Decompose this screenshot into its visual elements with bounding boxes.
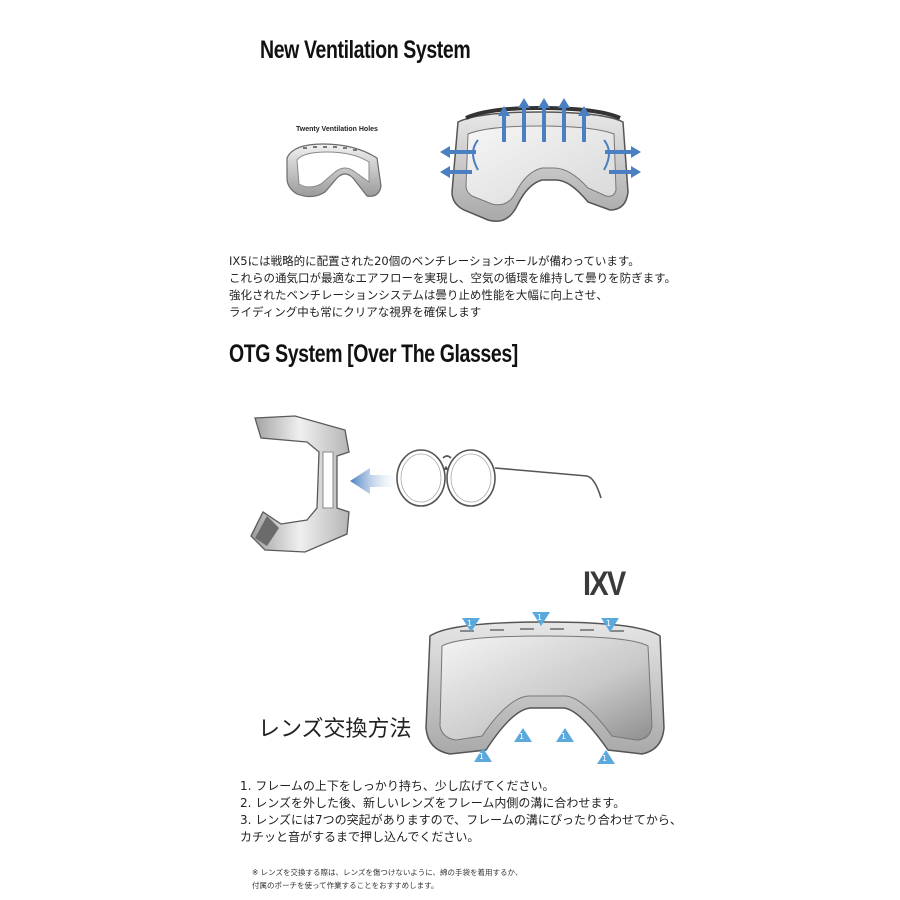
ventilation-description-line-2: これらの通気口が最適なエアフローを実現し、空気の循環を維持して曇りを防ぎます。 bbox=[229, 271, 677, 285]
lens-step-3-continued: カチッと音がするまで押し込んでください。 bbox=[240, 830, 480, 844]
lens-marker-label: 1 bbox=[561, 732, 567, 741]
lens-replacement-title: レンズ交換方法 bbox=[258, 717, 412, 742]
lens-note-line-2: 付属のポーチを使って作業することをおすすめします。 bbox=[252, 881, 439, 890]
lens-note-line-1: ※ レンズを交換する際は、レンズを傷つけないように、綿の手袋を着用するか、 bbox=[252, 868, 523, 877]
lens-marker-label: 1 bbox=[606, 619, 612, 628]
lens-marker-label: 1 bbox=[602, 754, 608, 763]
eyeglasses-image bbox=[396, 449, 602, 507]
ventilation-title: New Ventilation System bbox=[260, 36, 471, 64]
lens-goggle-image bbox=[425, 621, 665, 755]
lens-step-3: 3. レンズには7つの突起がありますので、フレームの溝にぴったり合わせてから、 bbox=[240, 813, 682, 827]
ventilation-description-line-3: 強化されたベンチレーションシステムは曇り止め性能を大幅に向上させ、 bbox=[229, 288, 608, 302]
lens-marker-nose-right bbox=[556, 728, 574, 742]
lens-marker-top-center bbox=[532, 612, 550, 626]
lens-step-2: 2. レンズを外した後、新しいレンズをフレーム内側の溝に合わせます。 bbox=[240, 796, 626, 810]
ventilation-airflow-image bbox=[440, 98, 641, 222]
lens-marker-top-right bbox=[601, 618, 619, 632]
lens-marker-label: 1 bbox=[519, 732, 525, 741]
small-goggle-frame-image bbox=[286, 143, 382, 198]
lens-marker-label: 1 bbox=[537, 613, 543, 622]
lens-marker-top-left bbox=[462, 618, 480, 632]
ventilation-description-line-1: IX5には戦略的に配置された20個のベンチレーションホールが備わっています。 bbox=[229, 254, 640, 268]
lens-marker-nose-left bbox=[514, 728, 532, 742]
ventilation-holes-label: Twenty Ventilation Holes bbox=[296, 126, 378, 133]
ventilation-description-line-4: ライディング中も常にクリアな視界を確保します bbox=[229, 305, 482, 319]
lens-marker-bottom-right bbox=[597, 750, 615, 764]
otg-title: OTG System [Over The Glasses] bbox=[229, 340, 518, 368]
lens-marker-label: 1 bbox=[467, 619, 473, 628]
lens-marker-label: 1 bbox=[479, 752, 485, 761]
otg-insert-arrow-icon bbox=[350, 468, 402, 494]
otg-frame-cross-section-image bbox=[250, 415, 350, 553]
lens-step-1: 1. フレームの上下をしっかり持ち、少し広げてください。 bbox=[240, 779, 555, 793]
lens-marker-bottom-left bbox=[474, 748, 492, 762]
brand-logo-ixv: IXV bbox=[583, 565, 626, 603]
